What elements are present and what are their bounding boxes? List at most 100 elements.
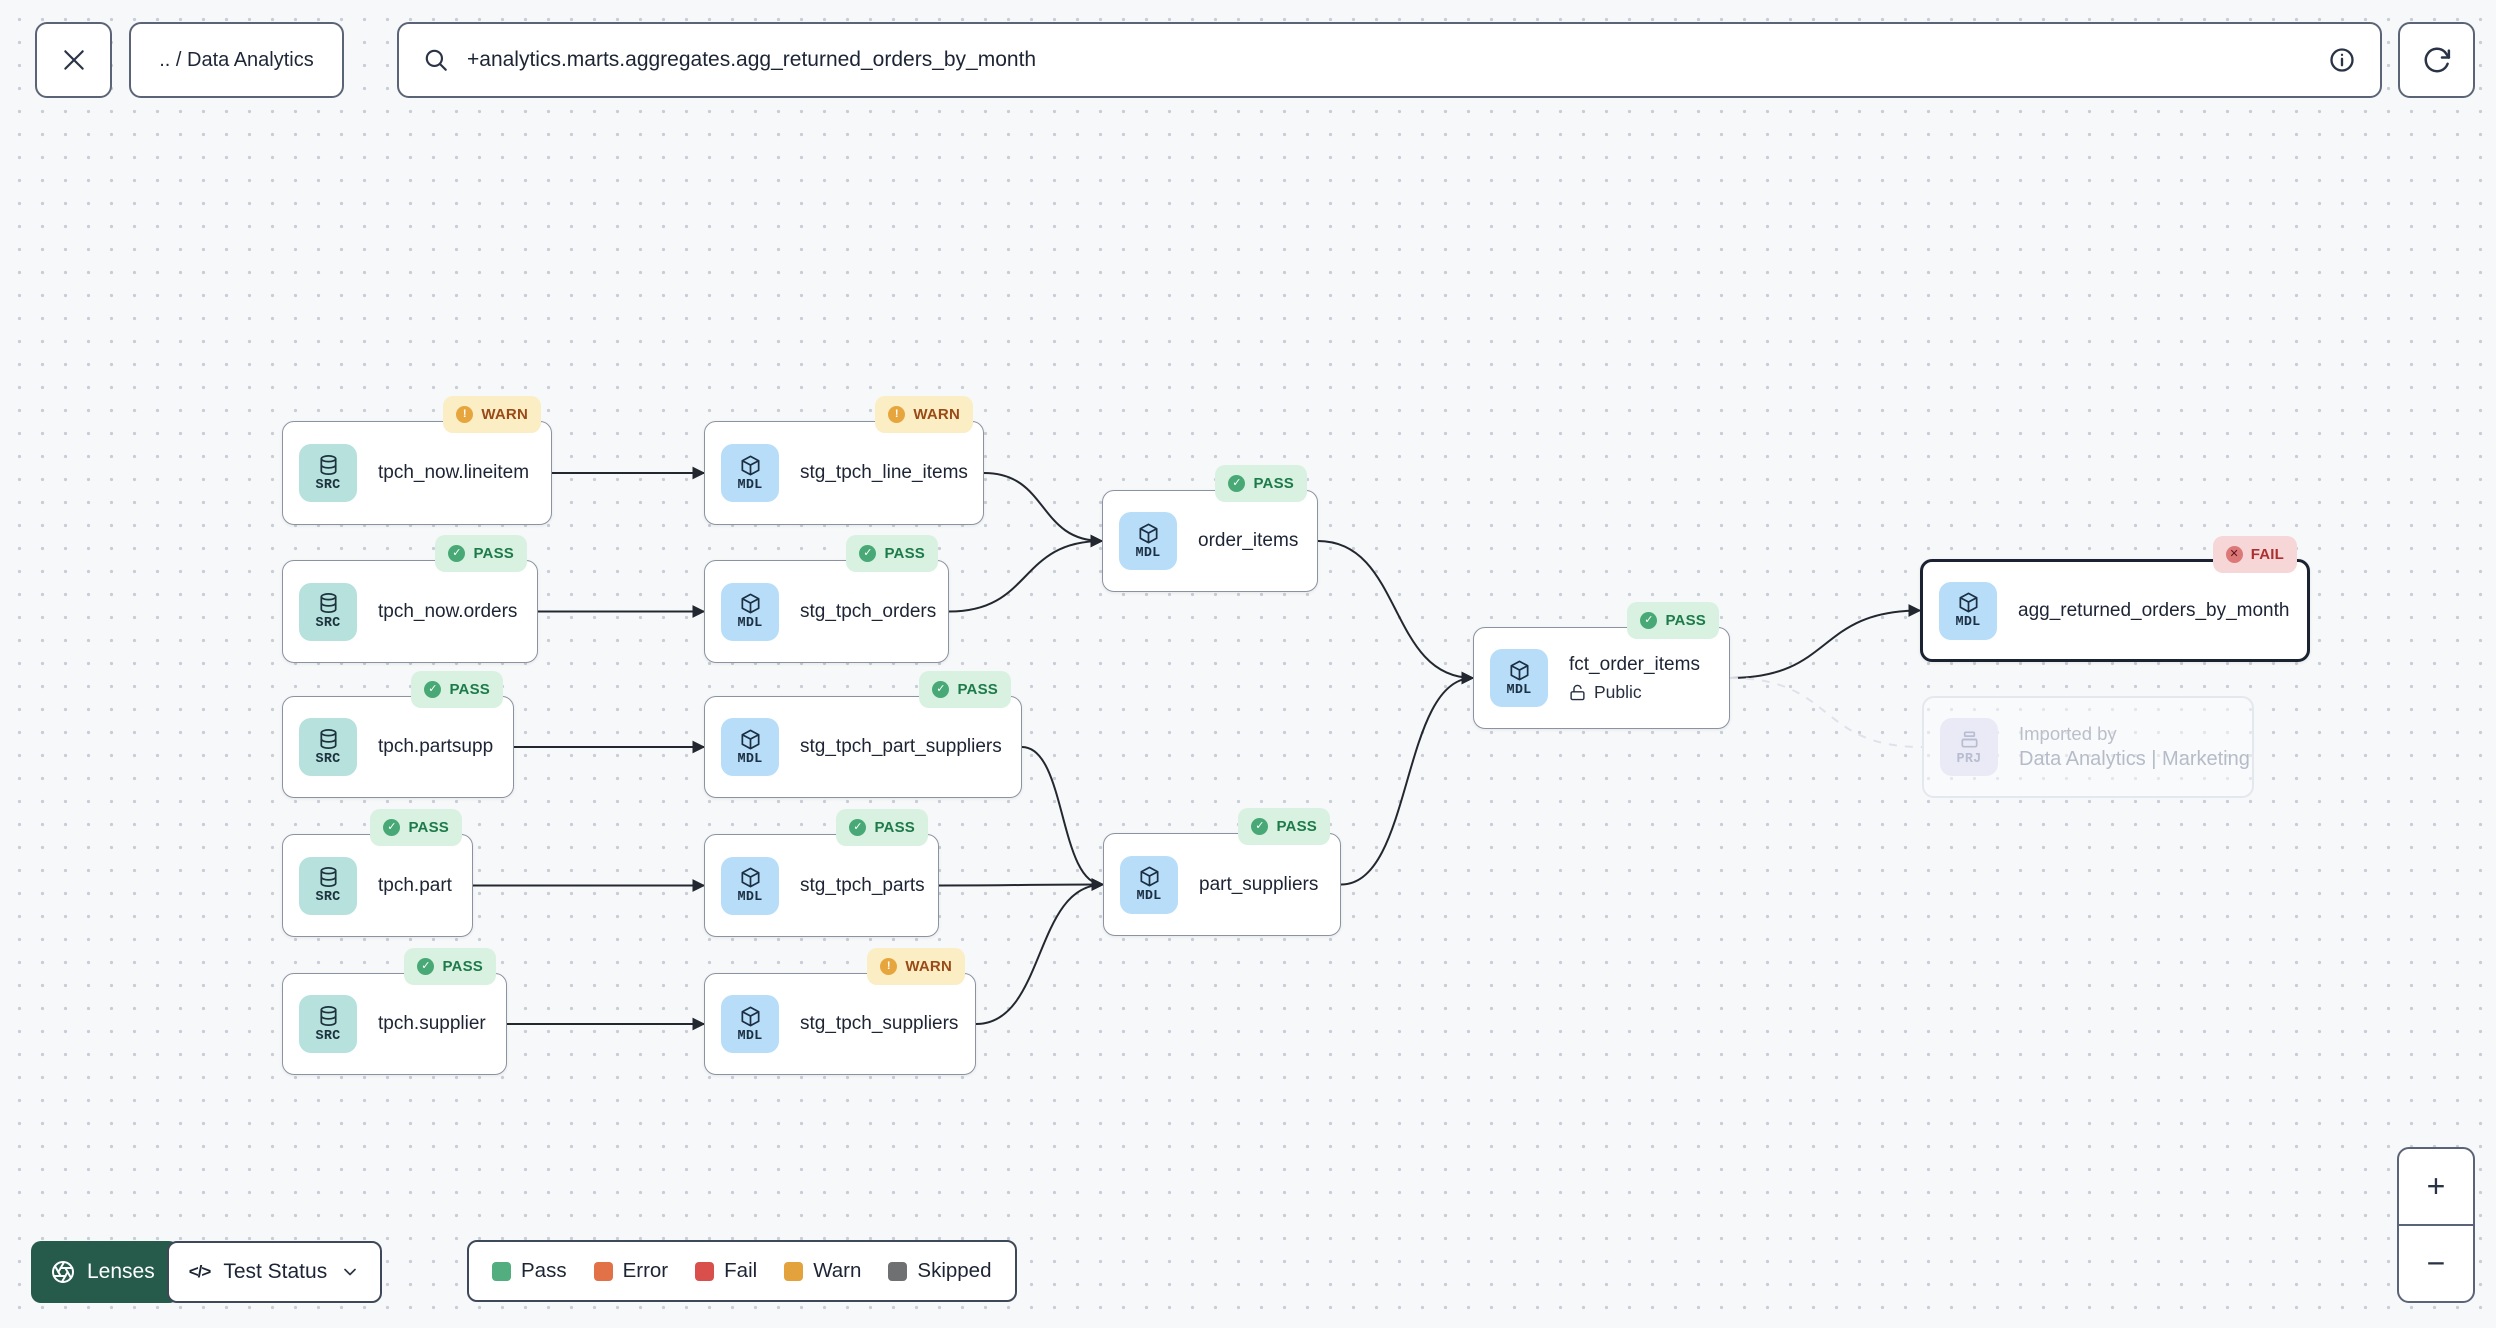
legend-label: Warn [813,1259,862,1282]
node-type-label: SRC [315,751,341,767]
edge-stg_tpch_part_suppliers-to-part_suppliers [1021,746,1105,891]
edge-part_suppliers-to-fct_order_items [1340,671,1475,886]
status-badge-pass: ✓PASS [1627,602,1719,639]
status-badge-warn: !WARN [443,396,541,433]
status-badge-warn: !WARN [867,948,965,985]
node-label: stg_tpch_part_suppliers [800,736,1002,757]
node-type-tile: MDL [721,444,779,502]
status-badge-icon: ! [456,406,474,423]
status-badge-label: WARN [913,406,960,423]
zoom-out-button[interactable]: − [2426,1245,2446,1281]
node-access-label: Public [1594,681,1642,702]
edge-stg_tpch_line_items-to-order_items [983,472,1104,548]
node-type-tile: MDL [721,718,779,776]
node-type-label: SRC [315,1028,341,1044]
project-icon [1960,730,1978,748]
node-type-tile: MDL [721,856,779,915]
code-icon: </> [188,1262,212,1281]
status-badge-label: PASS [1665,612,1706,629]
legend-label: Fail [724,1259,758,1282]
status-badge-label: PASS [874,819,915,836]
status-badge-label: PASS [1276,818,1317,835]
status-badge-pass: ✓PASS [919,671,1011,708]
status-badge-fail: ✕FAIL [2212,536,2297,573]
database-icon [319,728,337,749]
graph-node-tpch_part[interactable]: SRC tpch.part ✓PASS [282,809,473,937]
node-label: tpch.partsupp [378,736,494,757]
node-type-label: SRC [315,890,341,905]
status-badge-pass: ✓PASS [435,535,527,572]
node-type-label: MDL [1955,615,1981,630]
close-button[interactable] [35,22,112,98]
ghost-node-label: Data Analytics | Marketing [2019,748,2250,770]
node-type-tile: MDL [1119,512,1177,570]
lens-selector-label: Test Status [223,1260,328,1283]
refresh-button[interactable] [2398,22,2475,98]
status-badge-label: PASS [442,958,483,975]
legend-label: Error [622,1259,669,1282]
legend-item-warn: Warn [784,1259,861,1283]
legend-item-error: Error [593,1259,669,1283]
edge-stg_tpch_parts-to-part_suppliers [938,878,1105,892]
legend-swatch [695,1261,715,1281]
graph-node-stg_tpch_part_suppliers[interactable]: MDL stg_tpch_part_suppliers ✓PASS [704,671,1022,798]
status-badge-pass: ✓PASS [846,535,938,572]
lenses-bar: Lenses </> Test Status [31,1241,383,1303]
node-type-tile: SRC [299,995,357,1053]
model-cube-icon [740,729,760,749]
node-type-label: SRC [315,477,341,493]
node-type-tile: MDL [1120,855,1178,914]
search-input[interactable] [465,47,2312,73]
info-icon[interactable] [2328,46,2356,74]
chevron-down-icon [344,1268,357,1276]
status-badge-pass: ✓PASS [836,809,928,846]
legend-item-pass: Pass [492,1259,567,1283]
status-badge-label: PASS [957,681,998,698]
node-label: tpch.part [378,874,452,896]
edge-fct_order_items-to-imported_by_project [1729,677,1923,748]
status-badge-warn: !WARN [875,396,973,433]
node-type-label: MDL [1136,889,1162,904]
legend-swatch [784,1261,804,1281]
edge-fct_order_items-to-agg_returned_orders_by_month [1729,604,1922,679]
node-type-label: MDL [737,616,763,631]
database-icon [319,867,337,887]
model-cube-icon [740,593,760,614]
zoom-in-button[interactable]: + [2399,1149,2473,1226]
status-badge-pass: ✓PASS [1238,808,1330,845]
node-type-tile: MDL [1939,581,1997,640]
node-label: tpch.supplier [378,1013,486,1034]
status-badge-label: PASS [408,819,449,836]
node-type-tile: SRC [299,582,357,641]
status-badge-label: PASS [449,681,490,698]
status-badge-pass: ✓PASS [370,809,462,846]
breadcrumb[interactable]: .. / Data Analytics [129,22,344,98]
edge-stg_tpch_orders-to-order_items [948,534,1104,613]
node-type-tile: MDL [721,582,779,641]
status-badge-label: PASS [1253,475,1294,492]
lens-selector-dropdown[interactable]: </> Test Status [166,1241,383,1303]
node-type-label: SRC [315,616,341,631]
legend-swatch [492,1261,511,1281]
lenses-button[interactable]: Lenses [31,1241,179,1303]
status-badge-icon: ✓ [448,545,466,562]
node-type-tile: SRC [299,444,357,502]
refresh-icon [2424,47,2450,73]
status-badge-icon: ✓ [859,545,877,562]
edge-order_items-to-fct_order_items [1317,540,1475,685]
